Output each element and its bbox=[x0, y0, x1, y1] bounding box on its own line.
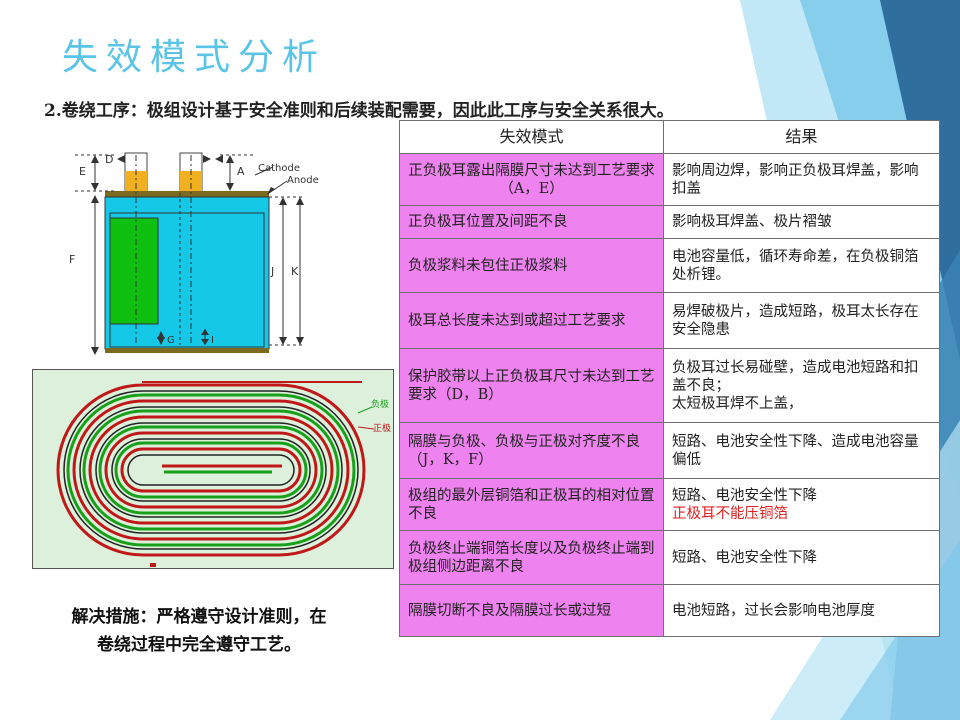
failure-mode-cell: 负极浆料未包住正极浆料 bbox=[399, 238, 664, 293]
failure-mode-cell: 极耳总长度未达到或超过工艺要求 bbox=[399, 292, 664, 349]
table-row: 保护胶带以上正负极耳尺寸未达到工艺要求（D，B） 负极耳过长易碰壁，造成电池短路… bbox=[399, 348, 940, 423]
label-F: F bbox=[69, 253, 75, 266]
label-E: E bbox=[79, 165, 86, 178]
failure-mode-cell: 保护胶带以上正负极耳尺寸未达到工艺要求（D，B） bbox=[399, 348, 664, 423]
label-A: A bbox=[237, 165, 245, 178]
table-row: 极组的最外层铜箔和正极耳的相对位置不良 短路、电池安全性下降 正极耳不能压铜箔 bbox=[399, 478, 940, 531]
label-J: J bbox=[270, 265, 274, 278]
result-cell: 影响极耳焊盖、极片褶皱 bbox=[663, 205, 940, 239]
result-cell: 电池短路，过长会影响电池厚度 bbox=[663, 584, 940, 637]
table-row: 负极浆料未包住正极浆料 电池容量低，循环寿命差，在负极铜箔处析锂。 bbox=[399, 238, 940, 293]
table-row: 正负极耳露出隔膜尺寸未达到工艺要求（A，E） 影响周边焊，影响正负极耳焊盖，影响… bbox=[399, 153, 940, 206]
header-result: 结果 bbox=[663, 120, 940, 154]
failure-mode-table: 失效模式 结果 正负极耳露出隔膜尺寸未达到工艺要求（A，E） 影响周边焊，影响正… bbox=[399, 120, 940, 637]
result-line: 短路、电池安全性下降 bbox=[672, 487, 817, 504]
page-title: 失效模式分析 bbox=[62, 37, 327, 78]
solution-line-2: 卷绕过程中完全遵守工艺。 bbox=[97, 635, 301, 655]
result-cell: 电池容量低，循环寿命差，在负极铜箔处析锂。 bbox=[663, 238, 940, 293]
result-highlight: 正极耳不能压铜箔 bbox=[672, 505, 788, 522]
failure-mode-cell: 正负极耳位置及间距不良 bbox=[399, 205, 664, 239]
label-D: D bbox=[105, 153, 113, 166]
failure-mode-cell: 负极终止端铜箔长度以及负极终止端到极组侧边距离不良 bbox=[399, 530, 664, 585]
failure-mode-cell: 隔膜切断不良及隔膜过长或过短 bbox=[399, 584, 664, 637]
solution-line-1: 解决措施：严格遵守设计准则，在 bbox=[71, 607, 327, 627]
winding-cross-section-diagram: 负极 正极 bbox=[32, 369, 394, 569]
result-cell: 短路、电池安全性下降、造成电池容量偏低 bbox=[663, 422, 940, 479]
result-line: 太短极耳焊不上盖， bbox=[672, 395, 803, 412]
result-cell: 负极耳过长易碰壁，造成电池短路和扣盖不良； 太短极耳焊不上盖， bbox=[663, 348, 940, 423]
label-cathode: Cathode bbox=[258, 163, 300, 174]
label-positive: 正极 bbox=[373, 422, 391, 434]
table-row: 负极终止端铜箔长度以及负极终止端到极组侧边距离不良 短路、电池安全性下降 bbox=[399, 530, 940, 585]
label-negative: 负极 bbox=[371, 398, 389, 410]
label-I: I bbox=[211, 335, 214, 346]
electrode-design-diagram: D E F A Cathode Anode J K G I bbox=[69, 152, 319, 355]
label-K: K bbox=[291, 265, 299, 278]
label-anode: Anode bbox=[287, 175, 319, 186]
failure-mode-cell: 极组的最外层铜箔和正极耳的相对位置不良 bbox=[399, 478, 664, 531]
header-failure-mode: 失效模式 bbox=[399, 120, 664, 154]
table-header-row: 失效模式 结果 bbox=[399, 120, 940, 154]
table-row: 隔膜切断不良及隔膜过长或过短 电池短路，过长会影响电池厚度 bbox=[399, 584, 940, 637]
page-subtitle: 2.卷绕工序：极组设计基于安全准则和后续装配需要，因此此工序与安全关系很大。 bbox=[44, 101, 674, 121]
failure-mode-cell: 隔膜与负极、负极与正极对齐度不良（J，K，F） bbox=[399, 422, 664, 479]
table-row: 极耳总长度未达到或超过工艺要求 易焊破极片，造成短路，极耳太长存在安全隐患 bbox=[399, 292, 940, 349]
result-cell: 易焊破极片，造成短路，极耳太长存在安全隐患 bbox=[663, 292, 940, 349]
solution-text: 解决措施：严格遵守设计准则，在 卷绕过程中完全遵守工艺。 bbox=[14, 603, 384, 659]
table-row: 隔膜与负极、负极与正极对齐度不良（J，K，F） 短路、电池安全性下降、造成电池容… bbox=[399, 422, 940, 479]
result-cell: 短路、电池安全性下降 bbox=[663, 530, 940, 585]
result-line: 负极耳过长易碰壁，造成电池短路和扣盖不良； bbox=[672, 359, 919, 394]
failure-mode-cell: 正负极耳露出隔膜尺寸未达到工艺要求（A，E） bbox=[399, 153, 664, 206]
result-cell: 短路、电池安全性下降 正极耳不能压铜箔 bbox=[663, 478, 940, 531]
label-G: G bbox=[167, 335, 175, 346]
table-row: 正负极耳位置及间距不良 影响极耳焊盖、极片褶皱 bbox=[399, 205, 940, 239]
result-cell: 影响周边焊，影响正负极耳焊盖，影响扣盖 bbox=[663, 153, 940, 206]
